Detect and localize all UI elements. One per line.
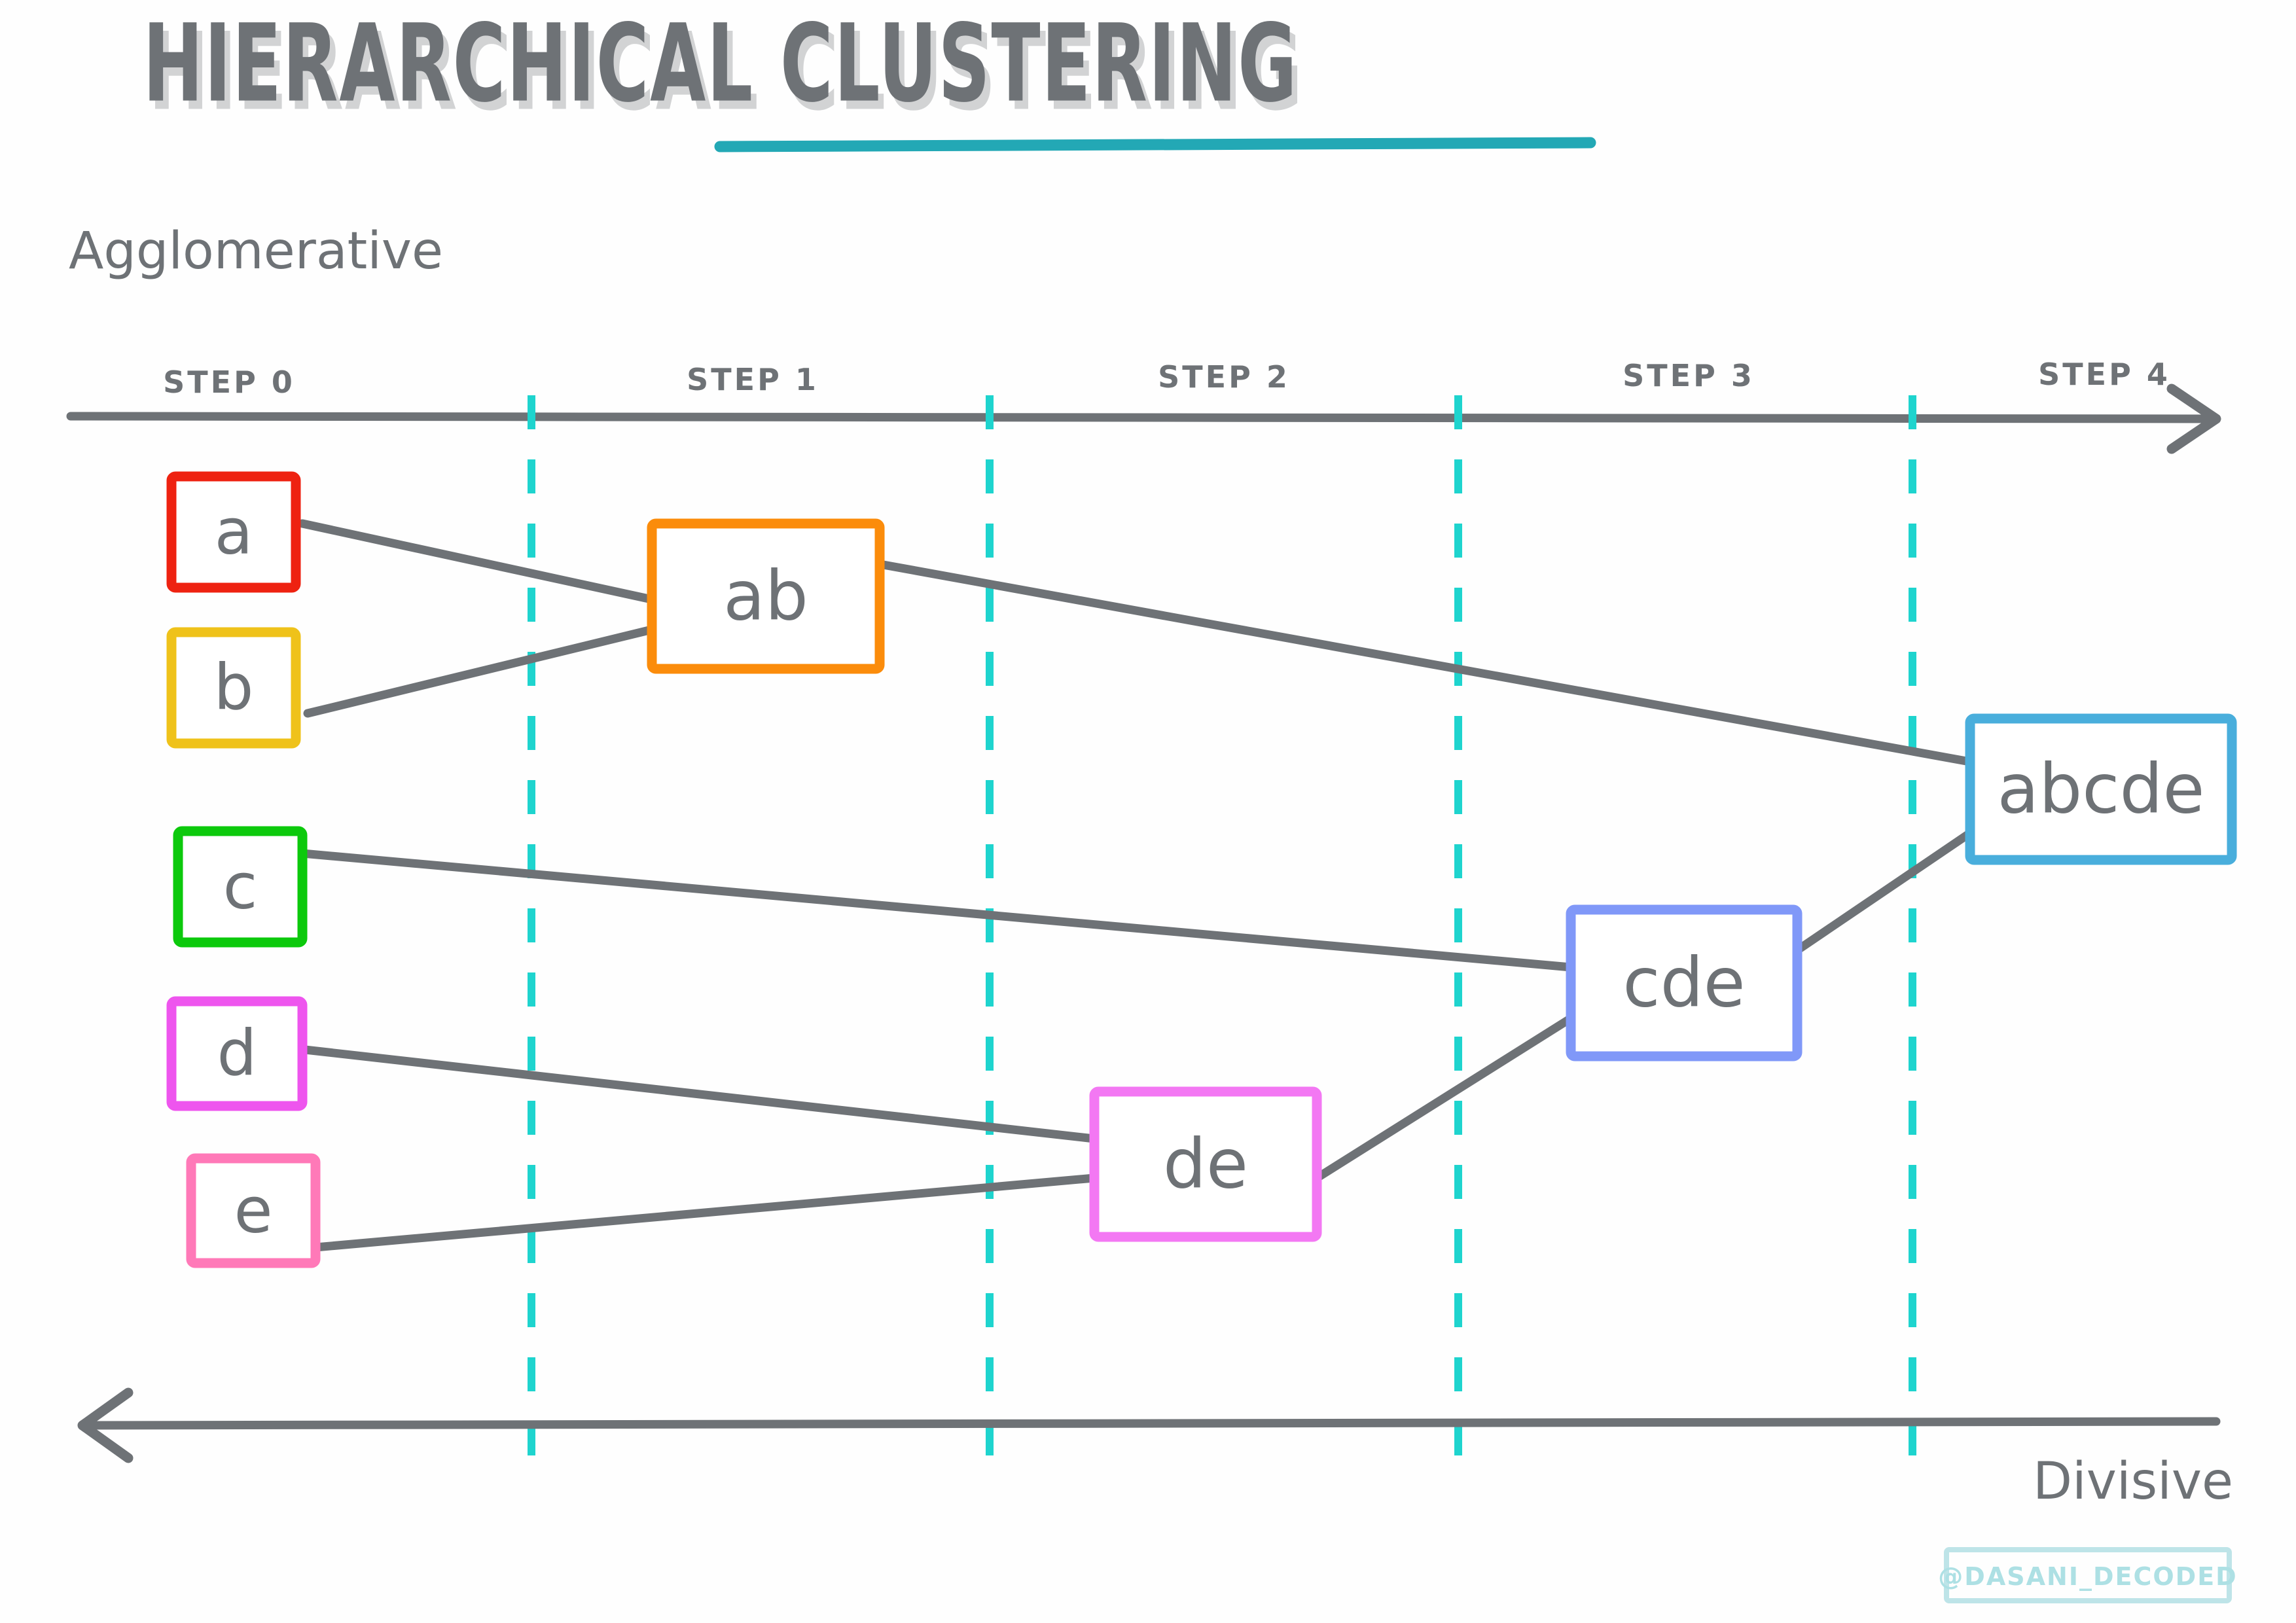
cluster-node-label-e: e — [234, 1174, 272, 1247]
divisive-axis-line — [82, 1417, 2221, 1430]
cluster-node-label-d: d — [217, 1017, 257, 1090]
cluster-node-label-ab: ab — [723, 556, 808, 635]
cluster-node-label-c: c — [223, 850, 258, 923]
divisive-label: Divisive — [2033, 1452, 2233, 1511]
cluster-links — [298, 519, 1989, 1252]
cluster-node-cde[interactable]: cde — [1566, 904, 1803, 1061]
page-title: HIERARCHICAL CLUSTERING — [143, 1, 1298, 126]
cluster-node-border-b — [166, 627, 301, 749]
divisive-arrowhead-icon — [77, 1387, 134, 1463]
cluster-node-e[interactable]: e — [186, 1153, 321, 1268]
agglomerative-arrowhead-icon — [2166, 383, 2221, 454]
cluster-node-border-ab — [647, 518, 885, 674]
cluster-node-label-abcde: abcde — [1998, 749, 2205, 829]
cluster-node-a[interactable]: a — [166, 471, 301, 593]
agglomerative-axis — [66, 383, 2221, 454]
link-a-to-ab — [298, 519, 656, 604]
cluster-node-label-b: b — [214, 651, 254, 724]
link-d-to-de — [300, 1045, 1099, 1143]
cluster-node-c[interactable]: c — [173, 826, 308, 948]
cluster-node-ab[interactable]: ab — [647, 518, 885, 674]
step-label-2: STEP 2 — [1158, 359, 1290, 395]
cluster-node-border-abcde — [1965, 713, 2237, 865]
cluster-node-border-c — [173, 826, 308, 948]
agglomerative-axis-line — [66, 412, 2217, 423]
cluster-node-label-de: de — [1163, 1124, 1248, 1204]
agglomerative-label: Agglomerative — [69, 222, 443, 281]
link-de-to-cde — [1312, 1014, 1575, 1183]
link-c-to-cde — [298, 849, 1575, 972]
cluster-node-d[interactable]: d — [166, 996, 308, 1111]
cluster-node-abcde[interactable]: abcde — [1965, 713, 2237, 865]
link-e-to-de — [311, 1173, 1099, 1252]
step-labels: STEP 0 STEP 1 STEP 2 STEP 3 STEP 4 — [163, 357, 2170, 400]
link-b-to-ab — [303, 625, 656, 718]
divisive-axis — [77, 1387, 2221, 1463]
cluster-node-border-e — [186, 1153, 321, 1268]
step-dividers — [528, 395, 1916, 1459]
step-label-3: STEP 3 — [1623, 358, 1755, 393]
cluster-node-border-d — [166, 996, 308, 1111]
watermark: @DASANI_DECODED — [1938, 1547, 2237, 1603]
cluster-node-b[interactable]: b — [166, 627, 301, 749]
title-underline — [714, 137, 1596, 152]
watermark-handle: @DASANI_DECODED — [1938, 1562, 2237, 1591]
page-title-group: HIERARCHICAL CLUSTERING HIERARCHICAL CLU… — [143, 1, 1596, 152]
cluster-node-border-cde — [1566, 904, 1803, 1061]
watermark-box — [1944, 1547, 2232, 1603]
cluster-node-de[interactable]: de — [1089, 1086, 1322, 1242]
step-label-1: STEP 1 — [687, 362, 819, 397]
step-label-0: STEP 0 — [163, 365, 295, 400]
cluster-node-label-a: a — [215, 495, 253, 569]
page-title-shadow: HIERARCHICAL CLUSTERING — [149, 9, 1304, 134]
cluster-node-label-cde: cde — [1623, 942, 1745, 1022]
link-ab-to-abcde — [875, 560, 1989, 769]
cluster-node-border-de — [1089, 1086, 1322, 1242]
step-label-4: STEP 4 — [2038, 357, 2170, 392]
cluster-node-border-a — [166, 471, 301, 593]
link-cde-to-abcde — [1793, 819, 1989, 955]
